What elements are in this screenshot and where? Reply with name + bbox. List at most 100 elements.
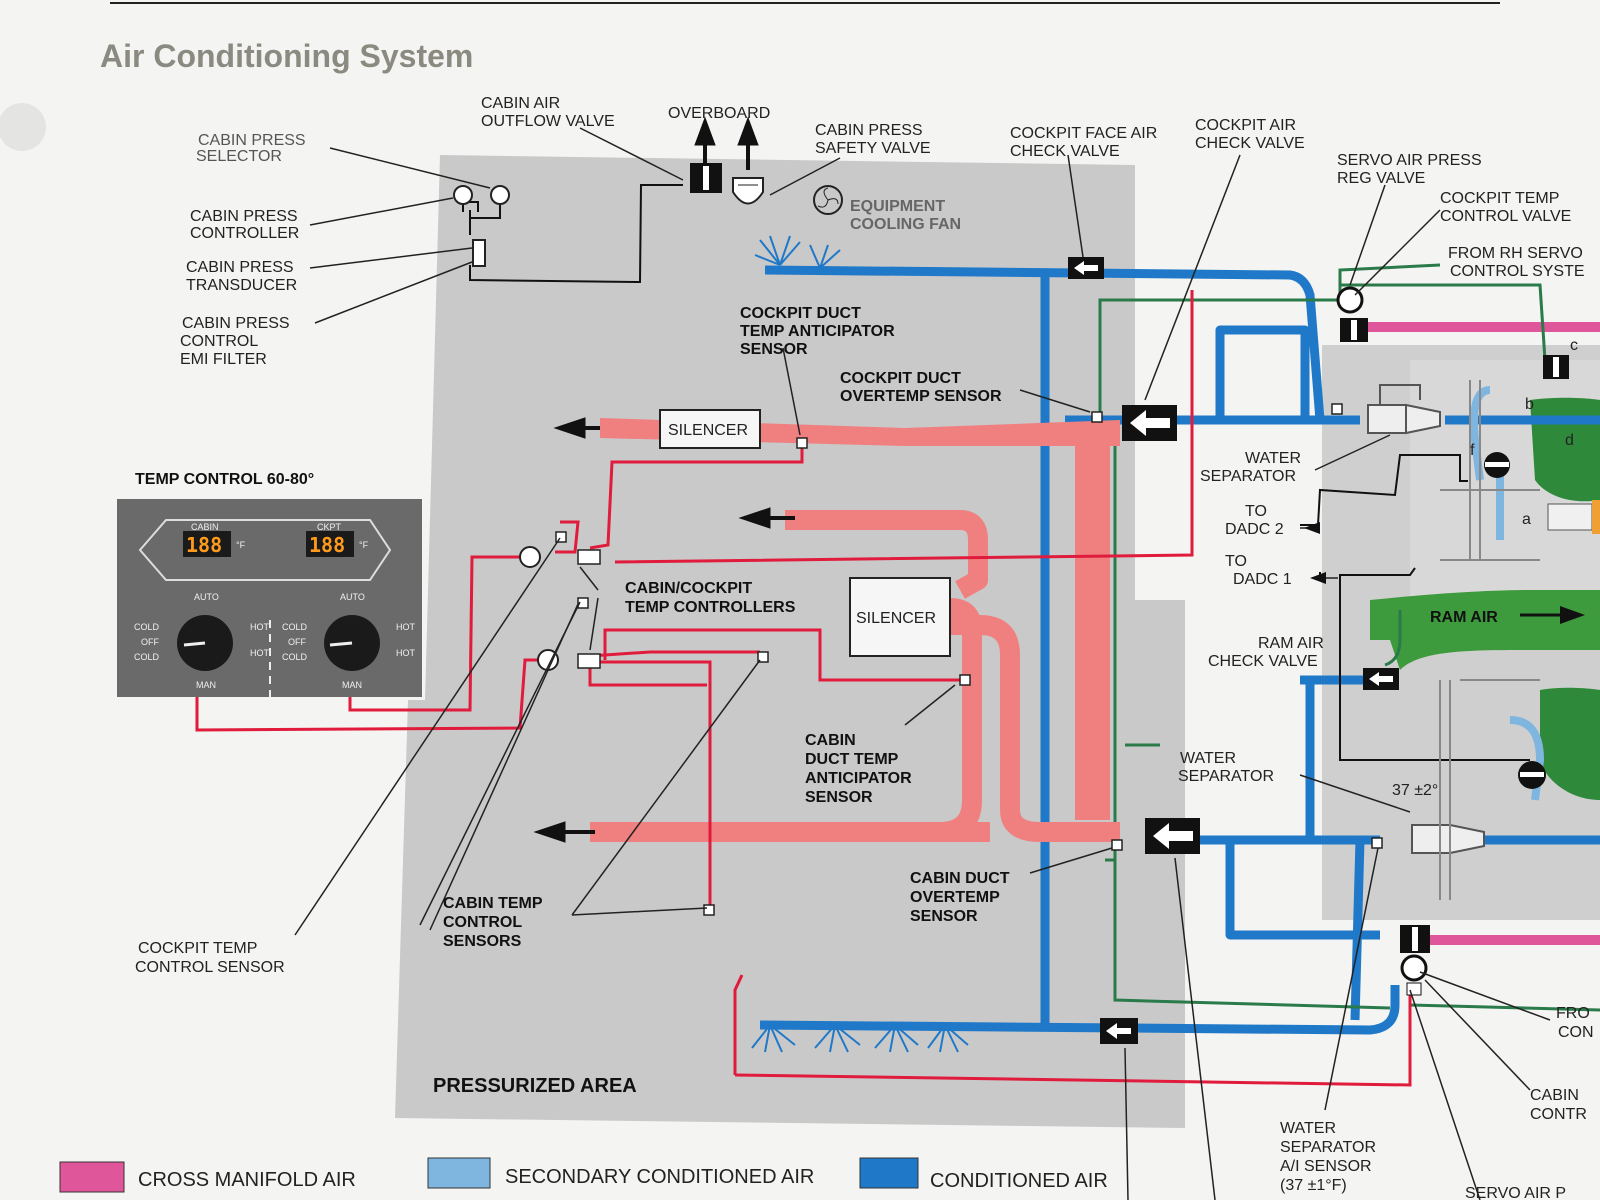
svg-text:CONTROL: CONTROL: [180, 333, 258, 350]
cabin-contr-label-1: CABIN: [1530, 1087, 1579, 1104]
svg-text:EMI FILTER: EMI FILTER: [180, 351, 267, 368]
ckpt-cold-man-label: COLD: [282, 652, 308, 662]
cabin-cold-label: COLD: [134, 622, 160, 632]
legend-label-conditioned: CONDITIONED AIR: [930, 1170, 1108, 1192]
ai-sensor-label-1: WATER: [1280, 1120, 1336, 1137]
cabin-hot-label: HOT: [250, 622, 270, 632]
svg-text:SAFETY VALVE: SAFETY VALVE: [815, 140, 931, 157]
legend: CROSS MANIFOLD AIR SECONDARY CONDITIONED…: [59, 1157, 1108, 1193]
ckpt-hot-man-label: HOT: [396, 648, 416, 658]
ckpt-auto-label: AUTO: [340, 592, 365, 602]
from-rh-servo-label-1: FROM RH SERVO: [1448, 245, 1583, 262]
cockpit-anticipator-label-3: SENSOR: [740, 341, 808, 358]
controllers-label-1: CABIN/COCKPIT: [625, 580, 752, 597]
cabin-overtemp-label-2: OVERTEMP: [910, 889, 1000, 906]
to-dadc2-label-1: TO: [1245, 503, 1267, 520]
svg-text:SEPARATOR: SEPARATOR: [1200, 468, 1296, 485]
cabin-press-emi-label-3: EMI FILTER: [180, 351, 267, 368]
svg-text:DADC 2: DADC 2: [1225, 521, 1284, 538]
cabin-anticipator-label-3: ANTICIPATOR: [805, 770, 912, 787]
svg-text:TO: TO: [1225, 553, 1247, 570]
cockpit-air-check-valve: [1122, 405, 1177, 441]
cabin-sensors-label-1: CABIN TEMP: [443, 895, 543, 912]
water-sep-lower-label-2: SEPARATOR: [1178, 768, 1274, 785]
cabin-press-emi-label-2: CONTROL: [180, 333, 258, 350]
svg-text:CABIN TEMP: CABIN TEMP: [443, 895, 543, 912]
svg-text:CABIN PRESS: CABIN PRESS: [190, 208, 298, 225]
ram-air-duct: [1370, 590, 1600, 670]
svg-text:CON: CON: [1558, 1024, 1594, 1041]
sensors: [555, 403, 1383, 916]
water-sep-upper-label-1: WATER: [1245, 450, 1301, 467]
svg-text:CABIN PRESS: CABIN PRESS: [198, 132, 306, 149]
svg-text:REG VALVE: REG VALVE: [1337, 170, 1425, 187]
svg-text:CABIN PRESS: CABIN PRESS: [186, 259, 294, 276]
svg-text:DADC 1: DADC 1: [1233, 571, 1292, 588]
cockpit-sensor-label-1: COCKPIT TEMP: [138, 940, 257, 957]
svg-text:CONTROL SYSTE: CONTROL SYSTE: [1450, 263, 1585, 280]
cabin-contr-label-2: CONTR: [1530, 1106, 1587, 1123]
temp-control-panel: [117, 499, 422, 700]
svg-text:COCKPIT DUCT: COCKPIT DUCT: [740, 305, 861, 322]
svg-text:FROM RH SERVO: FROM RH SERVO: [1448, 245, 1583, 262]
water-sep-lower-label-1: WATER: [1180, 750, 1236, 767]
ckpt-man-label: MAN: [342, 680, 362, 690]
cockpit-face-air-check-valve: [1068, 257, 1104, 279]
cockpit-temp-valve-label-1: COCKPIT TEMP: [1440, 190, 1559, 207]
letter-b: b: [1525, 396, 1534, 413]
svg-text:CABIN PRESS: CABIN PRESS: [815, 122, 923, 139]
cabin-label: CABIN: [191, 522, 219, 532]
face-air-check-label-2: CHECK VALVE: [1010, 143, 1120, 160]
svg-text:TRANSDUCER: TRANSDUCER: [186, 277, 297, 294]
ckpt-cold-label: COLD: [282, 622, 308, 632]
legend-label-cross-manifold: CROSS MANIFOLD AIR: [138, 1169, 356, 1191]
silencer-cockpit: SILENCER: [659, 409, 761, 449]
safety-valve: [732, 177, 764, 205]
letter-d: d: [1565, 432, 1574, 449]
svg-text:COOLING FAN: COOLING FAN: [850, 216, 961, 233]
cabin-check-valve: [1145, 818, 1200, 854]
cockpit-overtemp-label-1: COCKPIT DUCT: [840, 370, 961, 387]
svg-text:COCKPIT TEMP: COCKPIT TEMP: [1440, 190, 1559, 207]
air-diffusers: [751, 235, 969, 1053]
svg-text:ANTICIPATOR: ANTICIPATOR: [805, 770, 912, 787]
cabin-anticipator-label-1: CABIN: [805, 732, 856, 749]
svg-text:OVERTEMP SENSOR: OVERTEMP SENSOR: [840, 388, 1002, 405]
svg-text:SILENCER: SILENCER: [668, 422, 748, 439]
legend-swatch-secondary: [427, 1157, 491, 1189]
ram-check-label-1: RAM AIR: [1258, 635, 1324, 652]
svg-text:CONTROL SENSOR: CONTROL SENSOR: [135, 959, 285, 976]
cabin-temp-display: 188: [186, 533, 222, 557]
ai-sensor-label-2: SEPARATOR: [1280, 1139, 1376, 1156]
svg-text:RAM AIR: RAM AIR: [1258, 635, 1324, 652]
svg-text:WATER: WATER: [1180, 750, 1236, 767]
cabin-press-controller-label-1: CABIN PRESS: [190, 208, 298, 225]
cabin-press-selector-label-2: SELECTOR: [196, 148, 282, 165]
sensor-wiring: [195, 290, 1412, 1087]
pack-component-a: [1547, 500, 1600, 534]
svg-text:CHECK VALVE: CHECK VALVE: [1010, 143, 1120, 160]
cabin-hot-man-label: HOT: [250, 648, 270, 658]
to-dadc1-label-1: TO: [1225, 553, 1247, 570]
ckpt-unit: °F: [359, 540, 369, 550]
svg-text:CABIN PRESS: CABIN PRESS: [182, 315, 290, 332]
pressurized-area: [395, 155, 1185, 1128]
cabin-press-transducer-label-2: TRANSDUCER: [186, 277, 297, 294]
water-separator-lower: [1411, 823, 1485, 855]
svg-text:CABIN/COCKPIT: CABIN/COCKPIT: [625, 580, 752, 597]
svg-text:OVERTEMP: OVERTEMP: [910, 889, 1000, 906]
ram-check-label-2: CHECK VALVE: [1208, 653, 1318, 670]
cockpit-overtemp-label-2: OVERTEMP SENSOR: [840, 388, 1002, 405]
cabin-sensors-label-3: SENSORS: [443, 933, 522, 950]
svg-text:SEPARATOR: SEPARATOR: [1178, 768, 1274, 785]
controllers-label-2: TEMP CONTROLLERS: [625, 599, 796, 616]
equipment-cooling-fan: [813, 185, 843, 215]
svg-text:TO: TO: [1245, 503, 1267, 520]
svg-text:COCKPIT DUCT: COCKPIT DUCT: [840, 370, 961, 387]
svg-text:COCKPIT FACE AIR: COCKPIT FACE AIR: [1010, 125, 1157, 142]
cooling-fan-label-2: COOLING FAN: [850, 216, 961, 233]
svg-text:CONTROLLER: CONTROLLER: [190, 225, 299, 242]
silencer-cabin: SILENCER: [849, 577, 951, 657]
ckpt-hot-label: HOT: [396, 622, 416, 632]
